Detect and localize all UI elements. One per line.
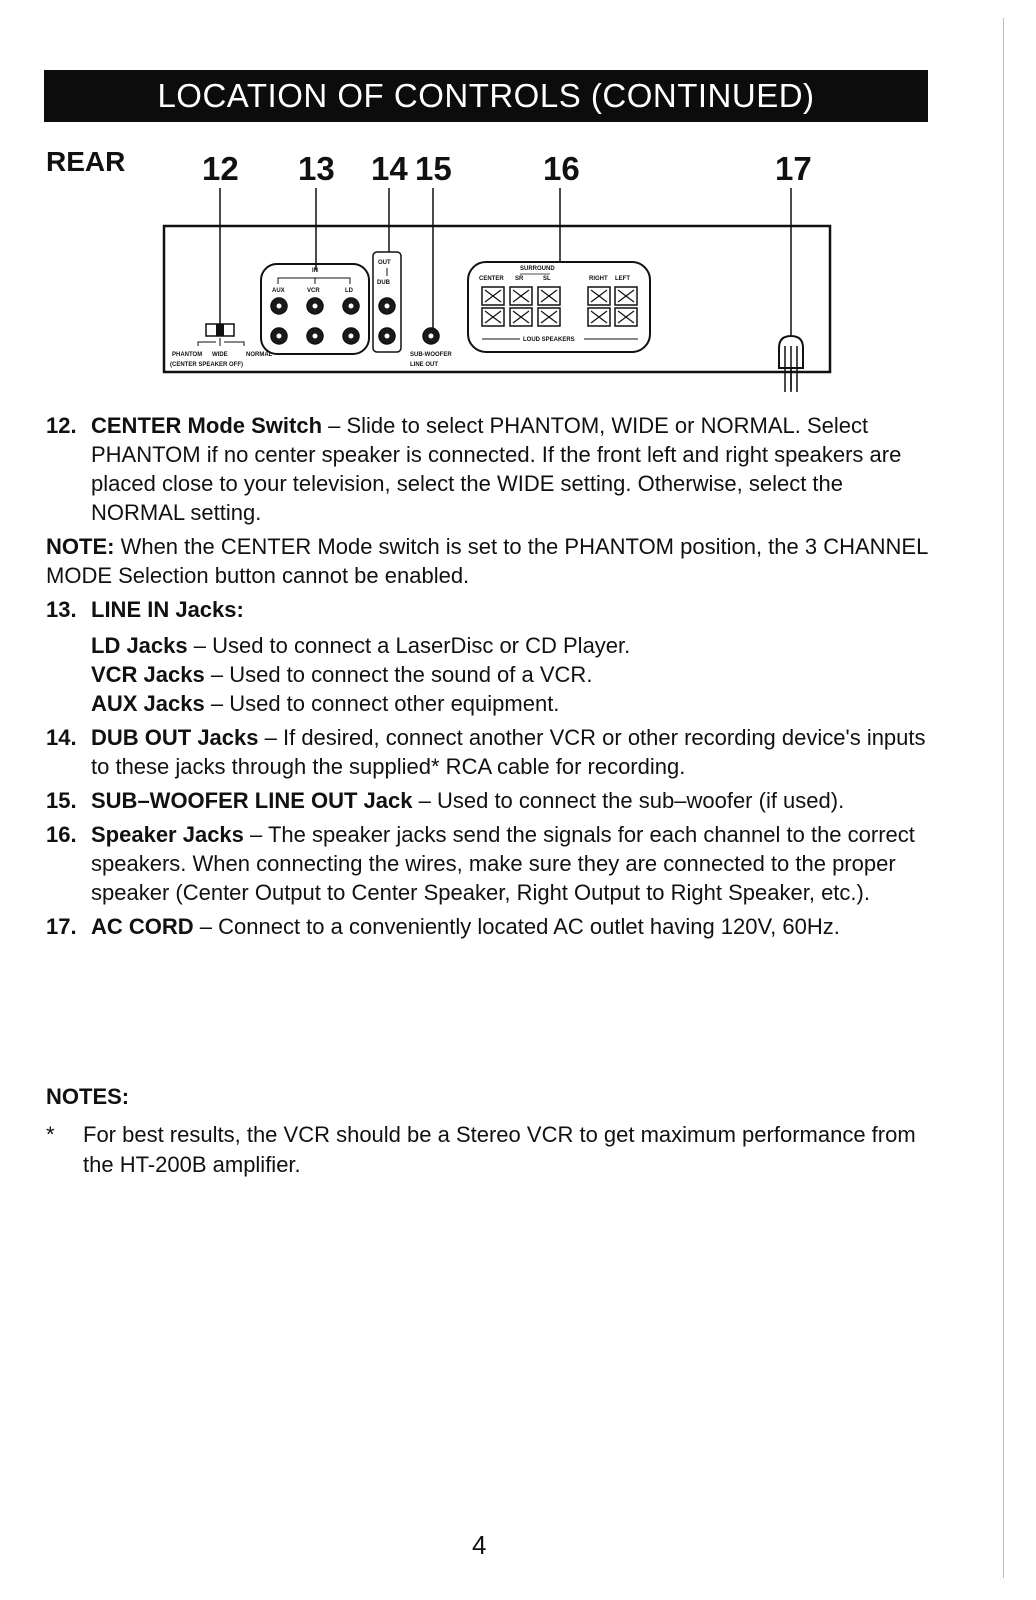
footnote: * For best results, the VCR should be a …: [46, 1120, 936, 1180]
callout-15: 15: [415, 150, 452, 187]
svg-text:DUB: DUB: [377, 280, 391, 286]
sub-item-vcr: VCR Jacks – Used to connect the sound of…: [91, 662, 593, 687]
svg-text:LINE OUT: LINE OUT: [410, 362, 438, 368]
item-title: Speaker Jacks: [91, 822, 244, 847]
section-title: LOCATION OF CONTROLS (CONTINUED): [157, 77, 815, 114]
svg-text:SR: SR: [515, 276, 524, 282]
item-16: 16. Speaker Jacks – The speaker jacks se…: [46, 822, 915, 905]
note-paragraph: NOTE: When the CENTER Mode switch is set…: [46, 532, 936, 590]
controls-description: 12. CENTER Mode Switch – Slide to select…: [46, 411, 936, 946]
footnote-text: For best results, the VCR should be a St…: [83, 1122, 916, 1177]
item-12: 12. CENTER Mode Switch – Slide to select…: [46, 413, 902, 525]
sub-woofer-jack: SUB-WOOFER LINE OUT: [410, 327, 452, 368]
item-title: SUB–WOOFER LINE OUT Jack: [91, 788, 413, 813]
item-text: – If desired, connect another VCR or oth…: [91, 725, 926, 779]
item-13: 13. LINE IN Jacks: LD Jacks – Used to co…: [46, 595, 936, 718]
item-15: 15. SUB–WOOFER LINE OUT Jack – Used to c…: [46, 788, 845, 813]
callout-12: 12: [202, 150, 239, 187]
line-in-jacks: IN AUX VCR LD: [260, 263, 370, 355]
item-14: 14. DUB OUT Jacks – If desired, connect …: [46, 725, 926, 779]
callout-13: 13: [298, 150, 335, 187]
notes-title: NOTES:: [46, 1084, 130, 1109]
sub-item-ld: LD Jacks – Used to connect a LaserDisc o…: [91, 633, 631, 658]
svg-text:WIDE: WIDE: [212, 352, 228, 358]
svg-text:CENTER: CENTER: [479, 276, 504, 282]
item-text: – Slide to select PHANTOM, WIDE or NORMA…: [91, 413, 902, 525]
panel-outline: [162, 224, 832, 374]
footnote-mark: *: [46, 1122, 55, 1147]
svg-text:SUB-WOOFER: SUB-WOOFER: [410, 352, 452, 358]
callout-16: 16: [543, 150, 580, 187]
rear-panel-diagram: 12 13 14 15 16 17 PHANTOM WIDE NORMAL (C…: [162, 150, 832, 392]
dub-out-jacks: OUT DUB: [372, 251, 402, 353]
center-mode-switch: PHANTOM WIDE NORMAL (CENTER SPEAKER OFF): [170, 323, 273, 368]
svg-text:LD: LD: [345, 288, 354, 294]
svg-text:VCR: VCR: [307, 288, 320, 294]
item-title: CENTER Mode Switch: [91, 413, 323, 438]
svg-text:PHANTOM: PHANTOM: [172, 352, 202, 358]
note-label: NOTE:: [46, 534, 115, 559]
callout-14: 14: [371, 150, 408, 187]
callout-17: 17: [775, 150, 812, 187]
item-title: LINE IN Jacks:: [91, 597, 244, 622]
item-text: – The speaker jacks send the signals for…: [91, 822, 915, 905]
svg-text:AUX: AUX: [272, 288, 285, 294]
svg-text:SL: SL: [543, 276, 551, 282]
svg-text:RIGHT: RIGHT: [589, 276, 608, 282]
speaker-terminals: SURROUND CENTER SR SL RIGHT LEFT LOUD SP…: [467, 261, 651, 353]
notes-block: NOTES: * For best results, the VCR shoul…: [46, 1082, 936, 1180]
sub-item-aux: AUX Jacks – Used to connect other equipm…: [91, 691, 560, 716]
svg-text:SURROUND: SURROUND: [520, 266, 555, 272]
section-header: LOCATION OF CONTROLS (CONTINUED): [44, 70, 928, 122]
page-edge-line: [1003, 18, 1004, 1578]
item-text: – Connect to a conveniently located AC o…: [193, 914, 840, 939]
item-title: DUB OUT Jacks: [91, 725, 259, 750]
svg-text:NORMAL: NORMAL: [246, 352, 273, 358]
item-text: – Used to connect the sub–woofer (if use…: [412, 788, 845, 813]
svg-text:IN: IN: [312, 268, 318, 274]
page-number: 4: [472, 1530, 487, 1560]
svg-text:OUT: OUT: [378, 260, 391, 266]
note-text: When the CENTER Mode switch is set to th…: [46, 534, 928, 588]
item-17: 17. AC CORD – Connect to a conveniently …: [46, 914, 840, 939]
rear-label: REAR: [46, 146, 126, 177]
svg-text:LOUD SPEAKERS: LOUD SPEAKERS: [523, 337, 575, 343]
ac-cord: [778, 334, 804, 392]
svg-text:LEFT: LEFT: [615, 276, 630, 282]
item-title: AC CORD: [91, 914, 194, 939]
svg-text:(CENTER SPEAKER OFF): (CENTER SPEAKER OFF): [170, 362, 243, 368]
